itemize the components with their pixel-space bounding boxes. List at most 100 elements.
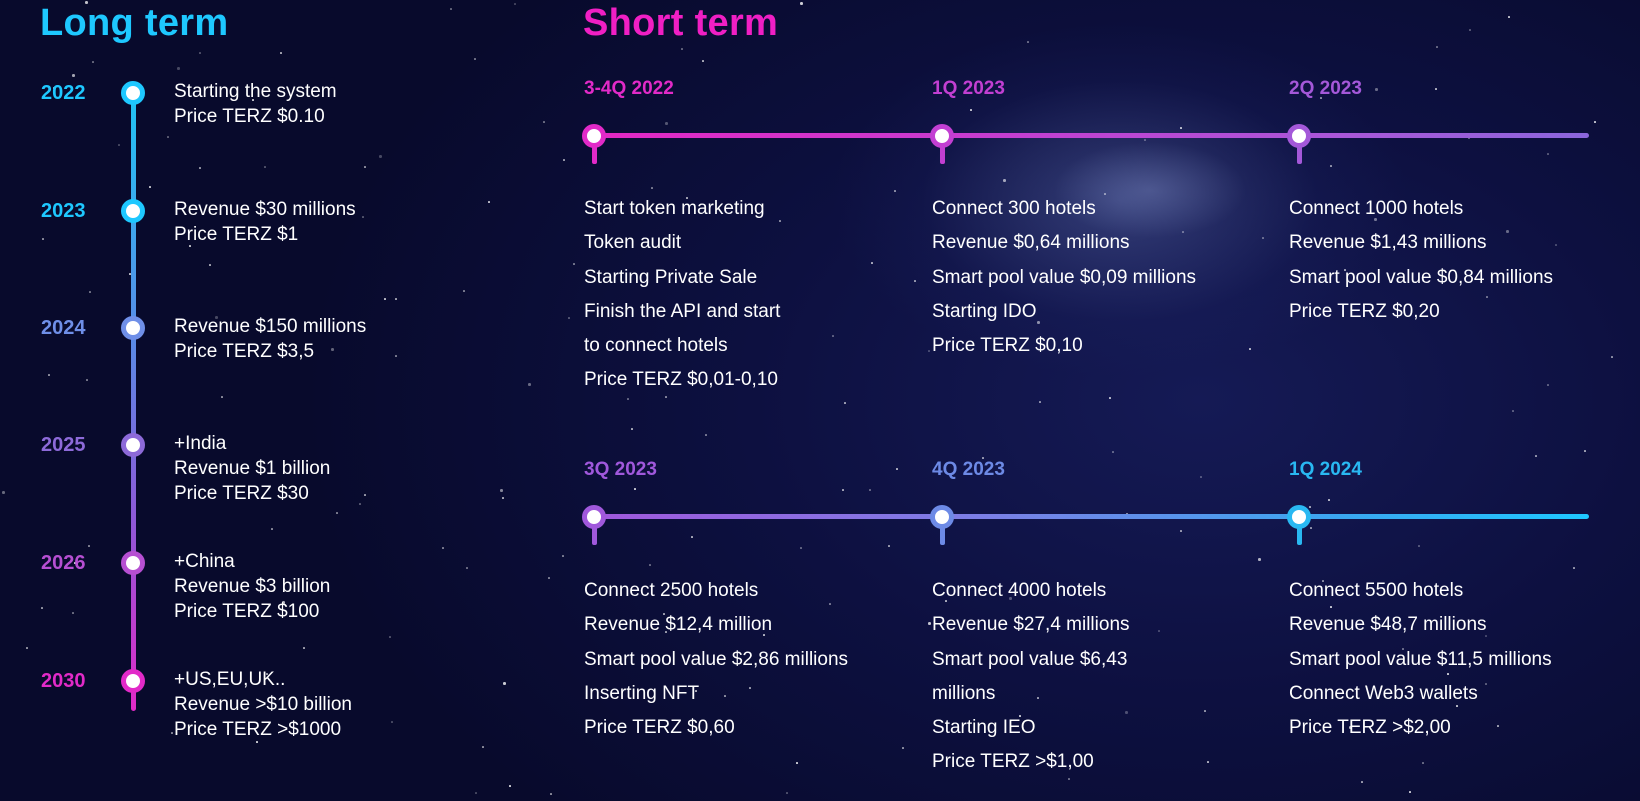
milestone-line: Smart pool value $0,09 millions xyxy=(932,266,1197,288)
star xyxy=(1200,476,1202,478)
star xyxy=(389,636,391,638)
milestone-line: Price TERZ $0,10 xyxy=(932,335,1083,357)
long-term-timeline-line xyxy=(131,96,136,711)
star xyxy=(786,792,788,794)
star xyxy=(1418,545,1420,547)
star xyxy=(634,488,636,490)
star xyxy=(970,109,972,111)
star xyxy=(1611,356,1613,358)
star xyxy=(649,564,651,566)
year-label: 2026 xyxy=(41,552,86,574)
period-label: 1Q 2024 xyxy=(1289,459,1362,480)
star xyxy=(474,58,476,60)
star xyxy=(271,528,273,530)
star xyxy=(1555,244,1557,246)
star xyxy=(336,512,338,514)
star xyxy=(1112,451,1114,453)
timeline-stem xyxy=(592,517,597,545)
star xyxy=(26,647,28,649)
star xyxy=(500,489,503,492)
star xyxy=(1330,165,1332,167)
star xyxy=(384,298,386,300)
milestone-line: Revenue $12,4 million xyxy=(584,614,773,636)
timeline-node xyxy=(121,316,145,340)
milestone-line: Price TERZ >$2,00 xyxy=(1289,717,1451,739)
star xyxy=(1180,530,1182,532)
star xyxy=(1375,88,1378,91)
period-label: 1Q 2023 xyxy=(932,78,1005,99)
year-label: 2025 xyxy=(41,434,86,456)
star xyxy=(888,545,890,547)
star xyxy=(844,402,846,404)
star xyxy=(463,290,465,292)
timeline-stem xyxy=(940,517,945,545)
star xyxy=(800,547,802,549)
star xyxy=(1422,762,1424,764)
star xyxy=(1469,29,1471,31)
star xyxy=(502,497,504,499)
milestone-line: Inserting NFT xyxy=(584,682,700,704)
milestone-line: Smart pool value $11,5 millions xyxy=(1289,648,1552,670)
star xyxy=(118,144,120,146)
star xyxy=(303,647,305,649)
star xyxy=(514,3,516,5)
star xyxy=(631,428,633,430)
star xyxy=(264,166,266,168)
star xyxy=(177,67,180,70)
star xyxy=(442,547,444,549)
year-label: 2023 xyxy=(41,200,86,222)
star xyxy=(1508,16,1510,18)
star xyxy=(1207,761,1209,763)
star xyxy=(503,682,506,685)
star xyxy=(1584,450,1586,452)
milestone-line: Price TERZ $100 xyxy=(174,601,320,622)
star xyxy=(482,746,484,748)
star xyxy=(1180,127,1182,129)
milestone-line: Connect 2500 hotels xyxy=(584,580,759,601)
milestone-line: +China xyxy=(174,551,235,572)
star xyxy=(869,489,871,491)
star xyxy=(1144,139,1146,141)
star xyxy=(48,374,50,376)
milestone-line: Connect 300 hotels xyxy=(932,198,1096,219)
star xyxy=(86,379,88,381)
star xyxy=(1409,791,1411,793)
star xyxy=(199,167,201,169)
star xyxy=(573,263,575,265)
star xyxy=(665,122,668,125)
timeline-node xyxy=(582,124,606,148)
star xyxy=(691,536,693,538)
star xyxy=(167,136,169,138)
milestone-line: Price TERZ $1 xyxy=(174,224,299,245)
star xyxy=(1594,121,1596,123)
star xyxy=(1310,527,1312,529)
milestone-line: Connect 5500 hotels xyxy=(1289,580,1464,601)
milestone-line: Starting IDO xyxy=(932,300,1037,322)
milestone-line: millions xyxy=(932,682,996,704)
star xyxy=(563,159,565,161)
year-label: 2024 xyxy=(41,317,86,339)
star xyxy=(199,52,201,54)
star xyxy=(1249,348,1251,350)
star xyxy=(1535,455,1537,457)
star xyxy=(1027,41,1029,43)
timeline-node xyxy=(930,124,954,148)
long-term-title: Long term xyxy=(40,2,229,44)
milestone-line: Start token marketing xyxy=(584,198,765,219)
year-label: 2022 xyxy=(41,82,86,104)
milestone-line: +India xyxy=(174,433,227,454)
star xyxy=(1435,88,1437,90)
timeline-node xyxy=(582,505,606,529)
star xyxy=(364,166,366,168)
milestone-line: Revenue $150 millions xyxy=(174,316,367,337)
star xyxy=(171,732,173,734)
timeline-node xyxy=(121,433,145,457)
star xyxy=(528,383,531,386)
milestone-line: Token audit xyxy=(584,232,682,254)
timeline-node xyxy=(1287,505,1311,529)
star xyxy=(894,190,896,192)
